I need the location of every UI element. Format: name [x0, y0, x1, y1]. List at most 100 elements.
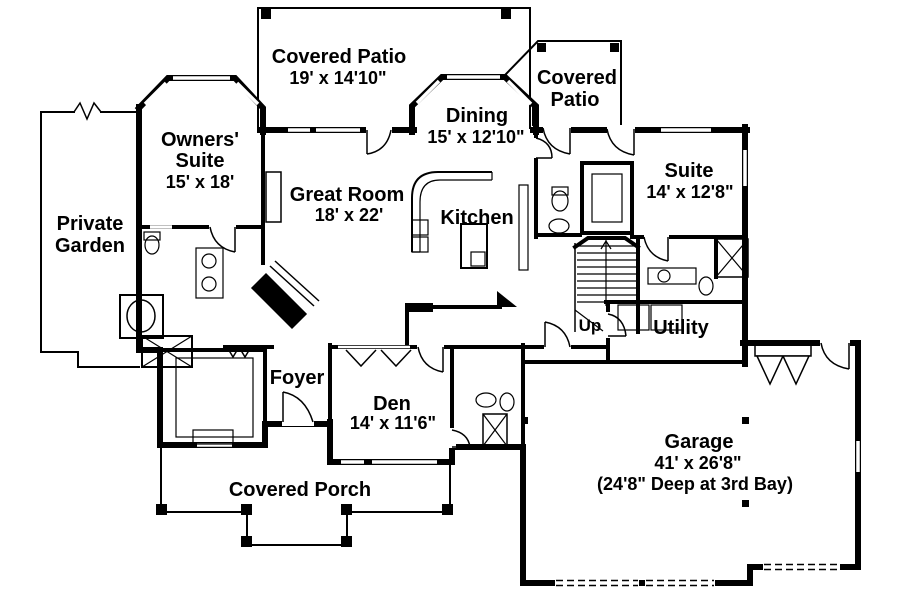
owners-suite-bay	[134, 75, 266, 135]
counter-end	[405, 303, 433, 312]
hallbath-shower	[715, 238, 749, 278]
label-garage-dims: 41' x 26'8"	[654, 453, 741, 473]
suite-bath-door	[535, 137, 553, 159]
furnace-doors	[755, 355, 811, 386]
dryer	[650, 304, 683, 331]
suite-hall-door	[643, 236, 669, 262]
suite-closet-shelf	[591, 173, 623, 223]
nook-patio-door	[542, 127, 571, 155]
den-window-chevrons	[345, 349, 412, 368]
label-kitchen: Kitchen	[440, 207, 513, 229]
windows	[143, 75, 860, 472]
owners-toilet-tank	[143, 231, 161, 241]
porch-post	[341, 536, 352, 547]
shower-box	[141, 335, 193, 368]
doors	[209, 127, 850, 448]
suite-entry-door	[606, 128, 635, 156]
patio-post	[501, 9, 511, 19]
garage-post	[742, 417, 749, 424]
staircase	[574, 239, 636, 332]
label-garage-note: (24'8" Deep at 3rd Bay)	[597, 474, 793, 494]
owners-toilet	[144, 235, 160, 255]
kitchen-sink	[411, 219, 429, 236]
kitchen-east-counter	[518, 184, 529, 271]
porch-post	[341, 504, 352, 515]
label-owners-suite-1: Owners'	[161, 129, 239, 151]
kitchen-counter-outer	[411, 171, 492, 252]
label-private-garden-2: Garden	[55, 235, 125, 257]
label-great-room: Great Room	[290, 184, 404, 206]
porch-post	[156, 504, 167, 515]
room-labels: Covered Patio 19' x 14'10" Covered Patio…	[55, 46, 793, 501]
stair-top-wall	[572, 236, 641, 250]
hallbath-vanity	[647, 267, 697, 285]
label-den-dims: 14' x 11'6"	[350, 413, 436, 433]
media-niche	[265, 171, 282, 223]
hallbath-sink	[657, 269, 671, 283]
suite-toilet	[551, 190, 569, 212]
label-owners-suite-2: Suite	[176, 150, 225, 172]
patio-door	[366, 129, 392, 155]
powder-sink	[475, 392, 497, 408]
label-garage: Garage	[665, 431, 734, 453]
porch-post	[241, 536, 252, 547]
label-dining: Dining	[446, 105, 508, 127]
label-covered-patio-right-1: Covered	[537, 67, 617, 89]
label-covered-patio-right-2: Patio	[551, 89, 600, 111]
garage-rear-door	[820, 342, 850, 370]
patio2-post	[537, 43, 546, 52]
corner-fireplace	[250, 272, 308, 330]
label-covered-porch: Covered Porch	[229, 479, 371, 501]
garden-fence-break	[73, 101, 102, 121]
label-covered-patio-main-dims: 19' x 14'10"	[289, 68, 386, 88]
private-garden-outline	[40, 111, 140, 368]
shower-x	[141, 335, 193, 368]
closet-dresser	[192, 429, 234, 445]
mud-hall-door	[544, 321, 571, 348]
powder-toilet	[499, 392, 515, 412]
garage-post	[742, 500, 749, 507]
label-covered-patio-main: Covered Patio	[272, 46, 406, 68]
label-great-room-dims: 18' x 22'	[315, 205, 384, 225]
suite-toilet-tank	[551, 186, 569, 196]
utility-door	[607, 313, 627, 337]
suite-sink	[548, 218, 570, 234]
powder-shower-x	[482, 413, 508, 447]
label-private-garden-1: Private	[57, 213, 124, 235]
owners-bay-windows	[143, 76, 260, 106]
dishwasher	[411, 236, 429, 253]
front-door	[282, 391, 314, 423]
garage-post	[521, 417, 528, 424]
suite-closet-walls	[580, 161, 634, 235]
linen-bifold-door	[226, 346, 252, 359]
garage-doors	[555, 562, 840, 588]
label-foyer: Foyer	[270, 367, 325, 389]
label-suite: Suite	[665, 160, 714, 182]
label-suite-dims: 14' x 12'8"	[646, 182, 733, 202]
hallbath-toilet	[698, 276, 714, 296]
hallbath-shower-x	[715, 238, 749, 278]
label-den: Den	[373, 393, 411, 415]
den-door	[417, 346, 444, 373]
bathtub	[126, 299, 156, 333]
stair-landing-line	[574, 309, 604, 332]
porch-post	[442, 504, 453, 515]
label-utility: Utility	[653, 317, 709, 339]
label-owners-suite-dims: 15' x 18'	[166, 172, 235, 192]
powder-shower	[482, 413, 508, 447]
stair-direction-arrow	[600, 239, 612, 306]
patio-post	[261, 9, 271, 19]
sink-1	[201, 253, 217, 269]
door-gaps	[209, 124, 850, 448]
dining-bay-windows	[415, 75, 533, 106]
pantry-corner	[497, 291, 517, 307]
garage-door-side	[764, 563, 839, 571]
fixtures	[119, 171, 812, 447]
island-sink	[470, 251, 486, 267]
label-up: Up	[579, 316, 602, 335]
patio2-post	[610, 43, 619, 52]
washer	[617, 304, 650, 331]
posts	[156, 9, 749, 547]
